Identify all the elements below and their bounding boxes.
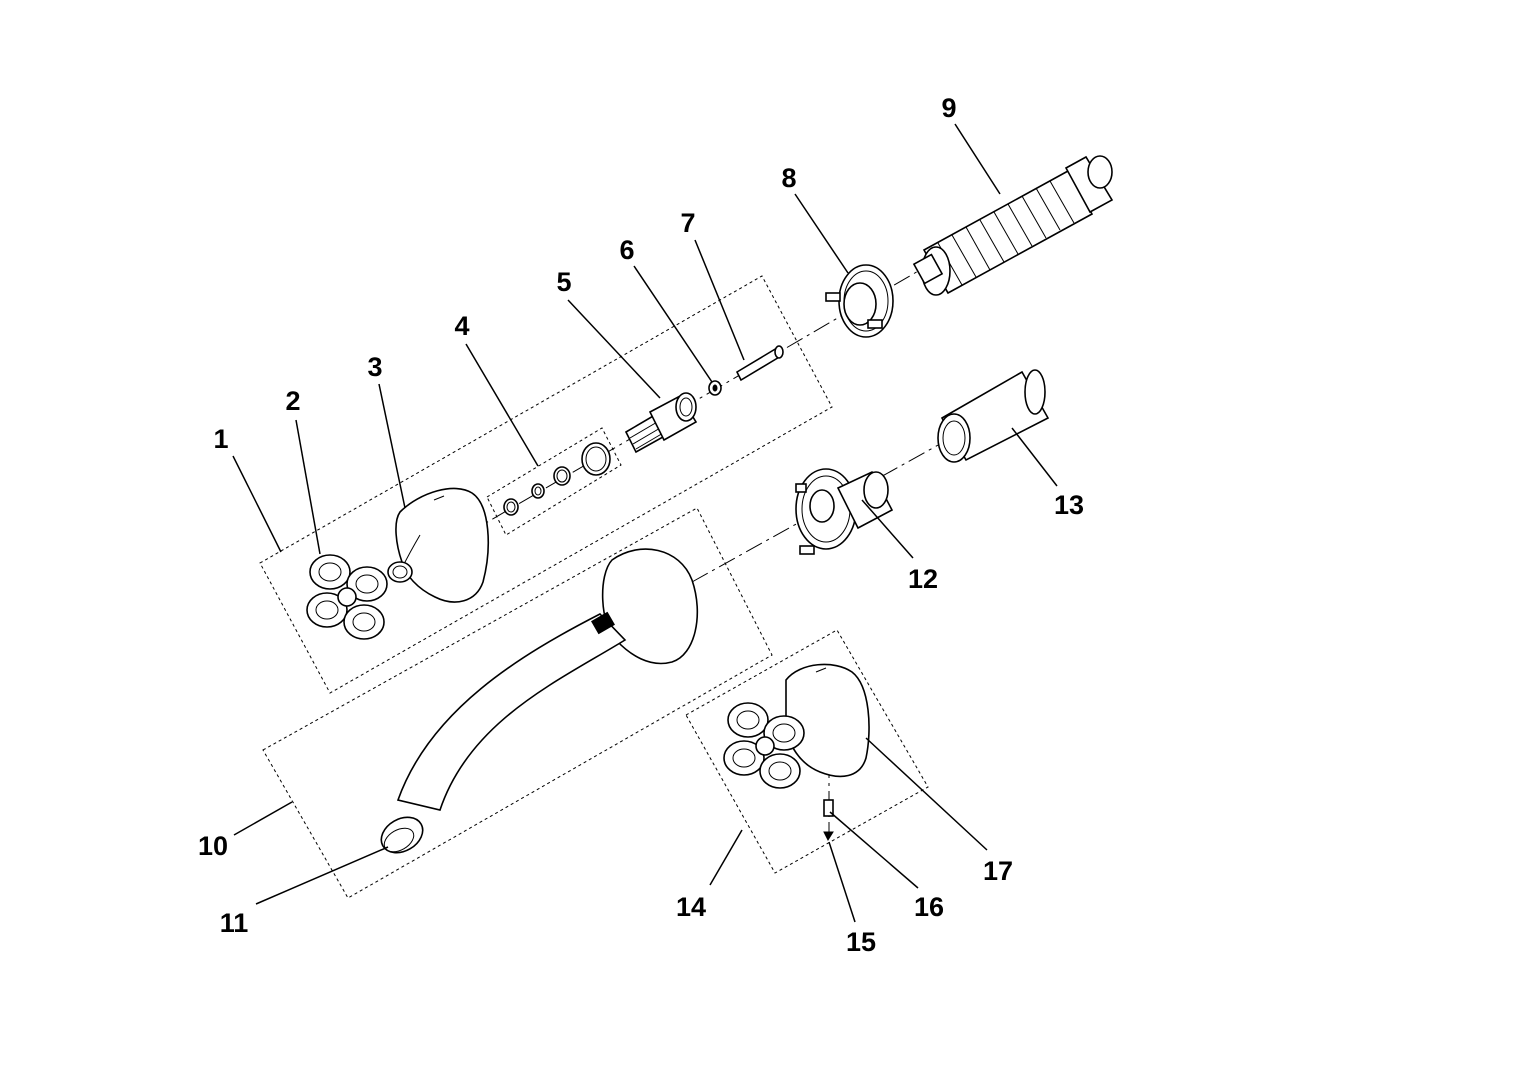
leader-14 (709, 829, 743, 886)
screw-15 (823, 831, 834, 842)
leader-16 (829, 811, 919, 889)
label-part-7: 7 (680, 208, 695, 238)
leader-6 (633, 265, 713, 383)
valve-head-5 (624, 392, 698, 454)
mounting-flange-8 (825, 264, 894, 338)
washer-6 (708, 380, 722, 396)
spout-10 (380, 548, 699, 854)
label-part-1: 1 (213, 424, 228, 454)
leader-5 (567, 299, 661, 399)
threaded-cartridge-9 (912, 155, 1114, 296)
set-screw-16 (823, 799, 834, 817)
leader-3 (378, 383, 406, 509)
lower-handle-17 (785, 663, 870, 778)
label-part-12: 12 (908, 564, 938, 594)
leader-7 (694, 239, 745, 361)
group-box-handle-1 (259, 275, 833, 694)
label-part-15: 15 (846, 927, 876, 957)
label-part-14: 14 (676, 892, 706, 922)
label-part-17: 17 (983, 856, 1013, 886)
leader-10 (233, 801, 293, 836)
leader-1 (232, 455, 282, 553)
label-part-8: 8 (781, 163, 796, 193)
flange-collar-12 (795, 468, 894, 555)
cross-handle-14 (723, 702, 805, 789)
label-part-11: 11 (220, 908, 249, 938)
label-part-9: 9 (941, 93, 956, 123)
label-part-5: 5 (556, 267, 571, 297)
leader-9 (954, 123, 1001, 195)
label-part-13: 13 (1054, 490, 1084, 520)
label-part-6: 6 (619, 235, 634, 265)
label-part-10: 10 (198, 831, 228, 861)
label-part-2: 2 (285, 386, 300, 416)
leader-15 (828, 841, 856, 923)
group-box-spout-10 (262, 507, 773, 899)
sleeve-13 (937, 369, 1050, 463)
leader-11 (255, 846, 389, 905)
escutcheon-3 (387, 487, 489, 603)
spindle-7 (735, 345, 784, 382)
group-box-handle-14 (685, 629, 929, 874)
label-part-16: 16 (914, 892, 944, 922)
leader-2 (295, 419, 321, 555)
leader-8 (794, 193, 849, 274)
cross-handle-2 (306, 554, 388, 640)
seal-rings-4 (503, 442, 611, 516)
label-part-4: 4 (454, 311, 469, 341)
leader-17 (865, 737, 988, 851)
leader-4 (465, 343, 539, 467)
label-part-3: 3 (367, 352, 382, 382)
group-box-seals-4 (486, 427, 622, 536)
leader-13 (1011, 427, 1058, 487)
leader-12 (861, 499, 914, 559)
